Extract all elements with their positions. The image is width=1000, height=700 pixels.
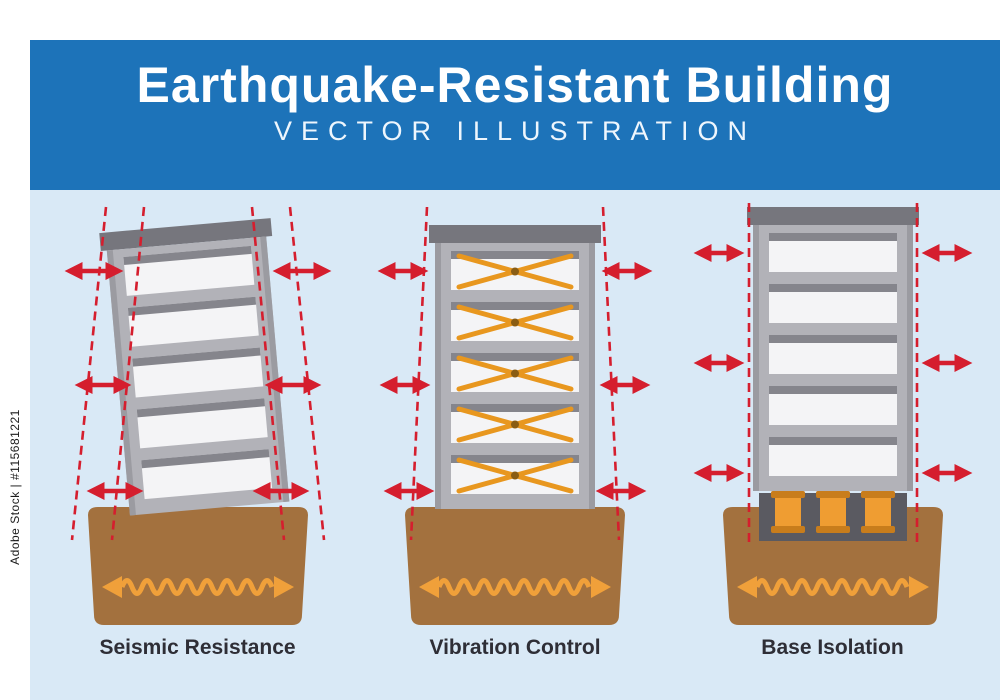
floor-openings xyxy=(768,233,897,476)
base-isolator-icons xyxy=(770,491,895,533)
panel-base-isolation: Base Isolation xyxy=(683,195,983,660)
damper-joints xyxy=(511,267,519,480)
watermark-strip: Adobe Stock | #115681221 xyxy=(0,0,30,700)
shake-wave-arrow-icon xyxy=(736,576,929,598)
diagram-panels: Seismic Resistance xyxy=(30,195,1000,660)
force-arrow-icons xyxy=(377,262,653,500)
base-isolation-illustration xyxy=(693,203,972,625)
vibration-control-illustration xyxy=(377,206,653,625)
sway-dashed-lines xyxy=(747,203,918,543)
shake-wave-arrow-icon xyxy=(101,576,294,598)
title-banner: Earthquake-Resistant Building VECTOR ILL… xyxy=(30,40,1000,190)
panel-label-base-isolation: Base Isolation xyxy=(761,636,904,659)
floor-openings xyxy=(122,245,272,500)
panel-label-seismic-resistance: Seismic Resistance xyxy=(99,636,296,659)
ground xyxy=(405,507,625,625)
force-arrow-icons xyxy=(693,244,972,482)
building-swaying xyxy=(98,218,289,516)
force-arrow-icons xyxy=(64,262,331,500)
ground xyxy=(87,507,308,625)
panel-label-vibration-control: Vibration Control xyxy=(429,636,601,659)
watermark-text: Adobe Stock | #115681221 xyxy=(8,409,22,565)
shake-wave-arrow-icon xyxy=(419,576,611,598)
seismic-resistance-illustration xyxy=(64,206,331,625)
panel-seismic-resistance: Seismic Resistance xyxy=(48,195,348,660)
page-title: Earthquake-Resistant Building xyxy=(136,57,894,113)
building-isolated xyxy=(746,207,919,491)
building-with-dampers xyxy=(429,225,601,509)
page-subtitle: VECTOR ILLUSTRATION xyxy=(273,116,757,146)
panel-vibration-control: Vibration Control xyxy=(365,195,665,660)
